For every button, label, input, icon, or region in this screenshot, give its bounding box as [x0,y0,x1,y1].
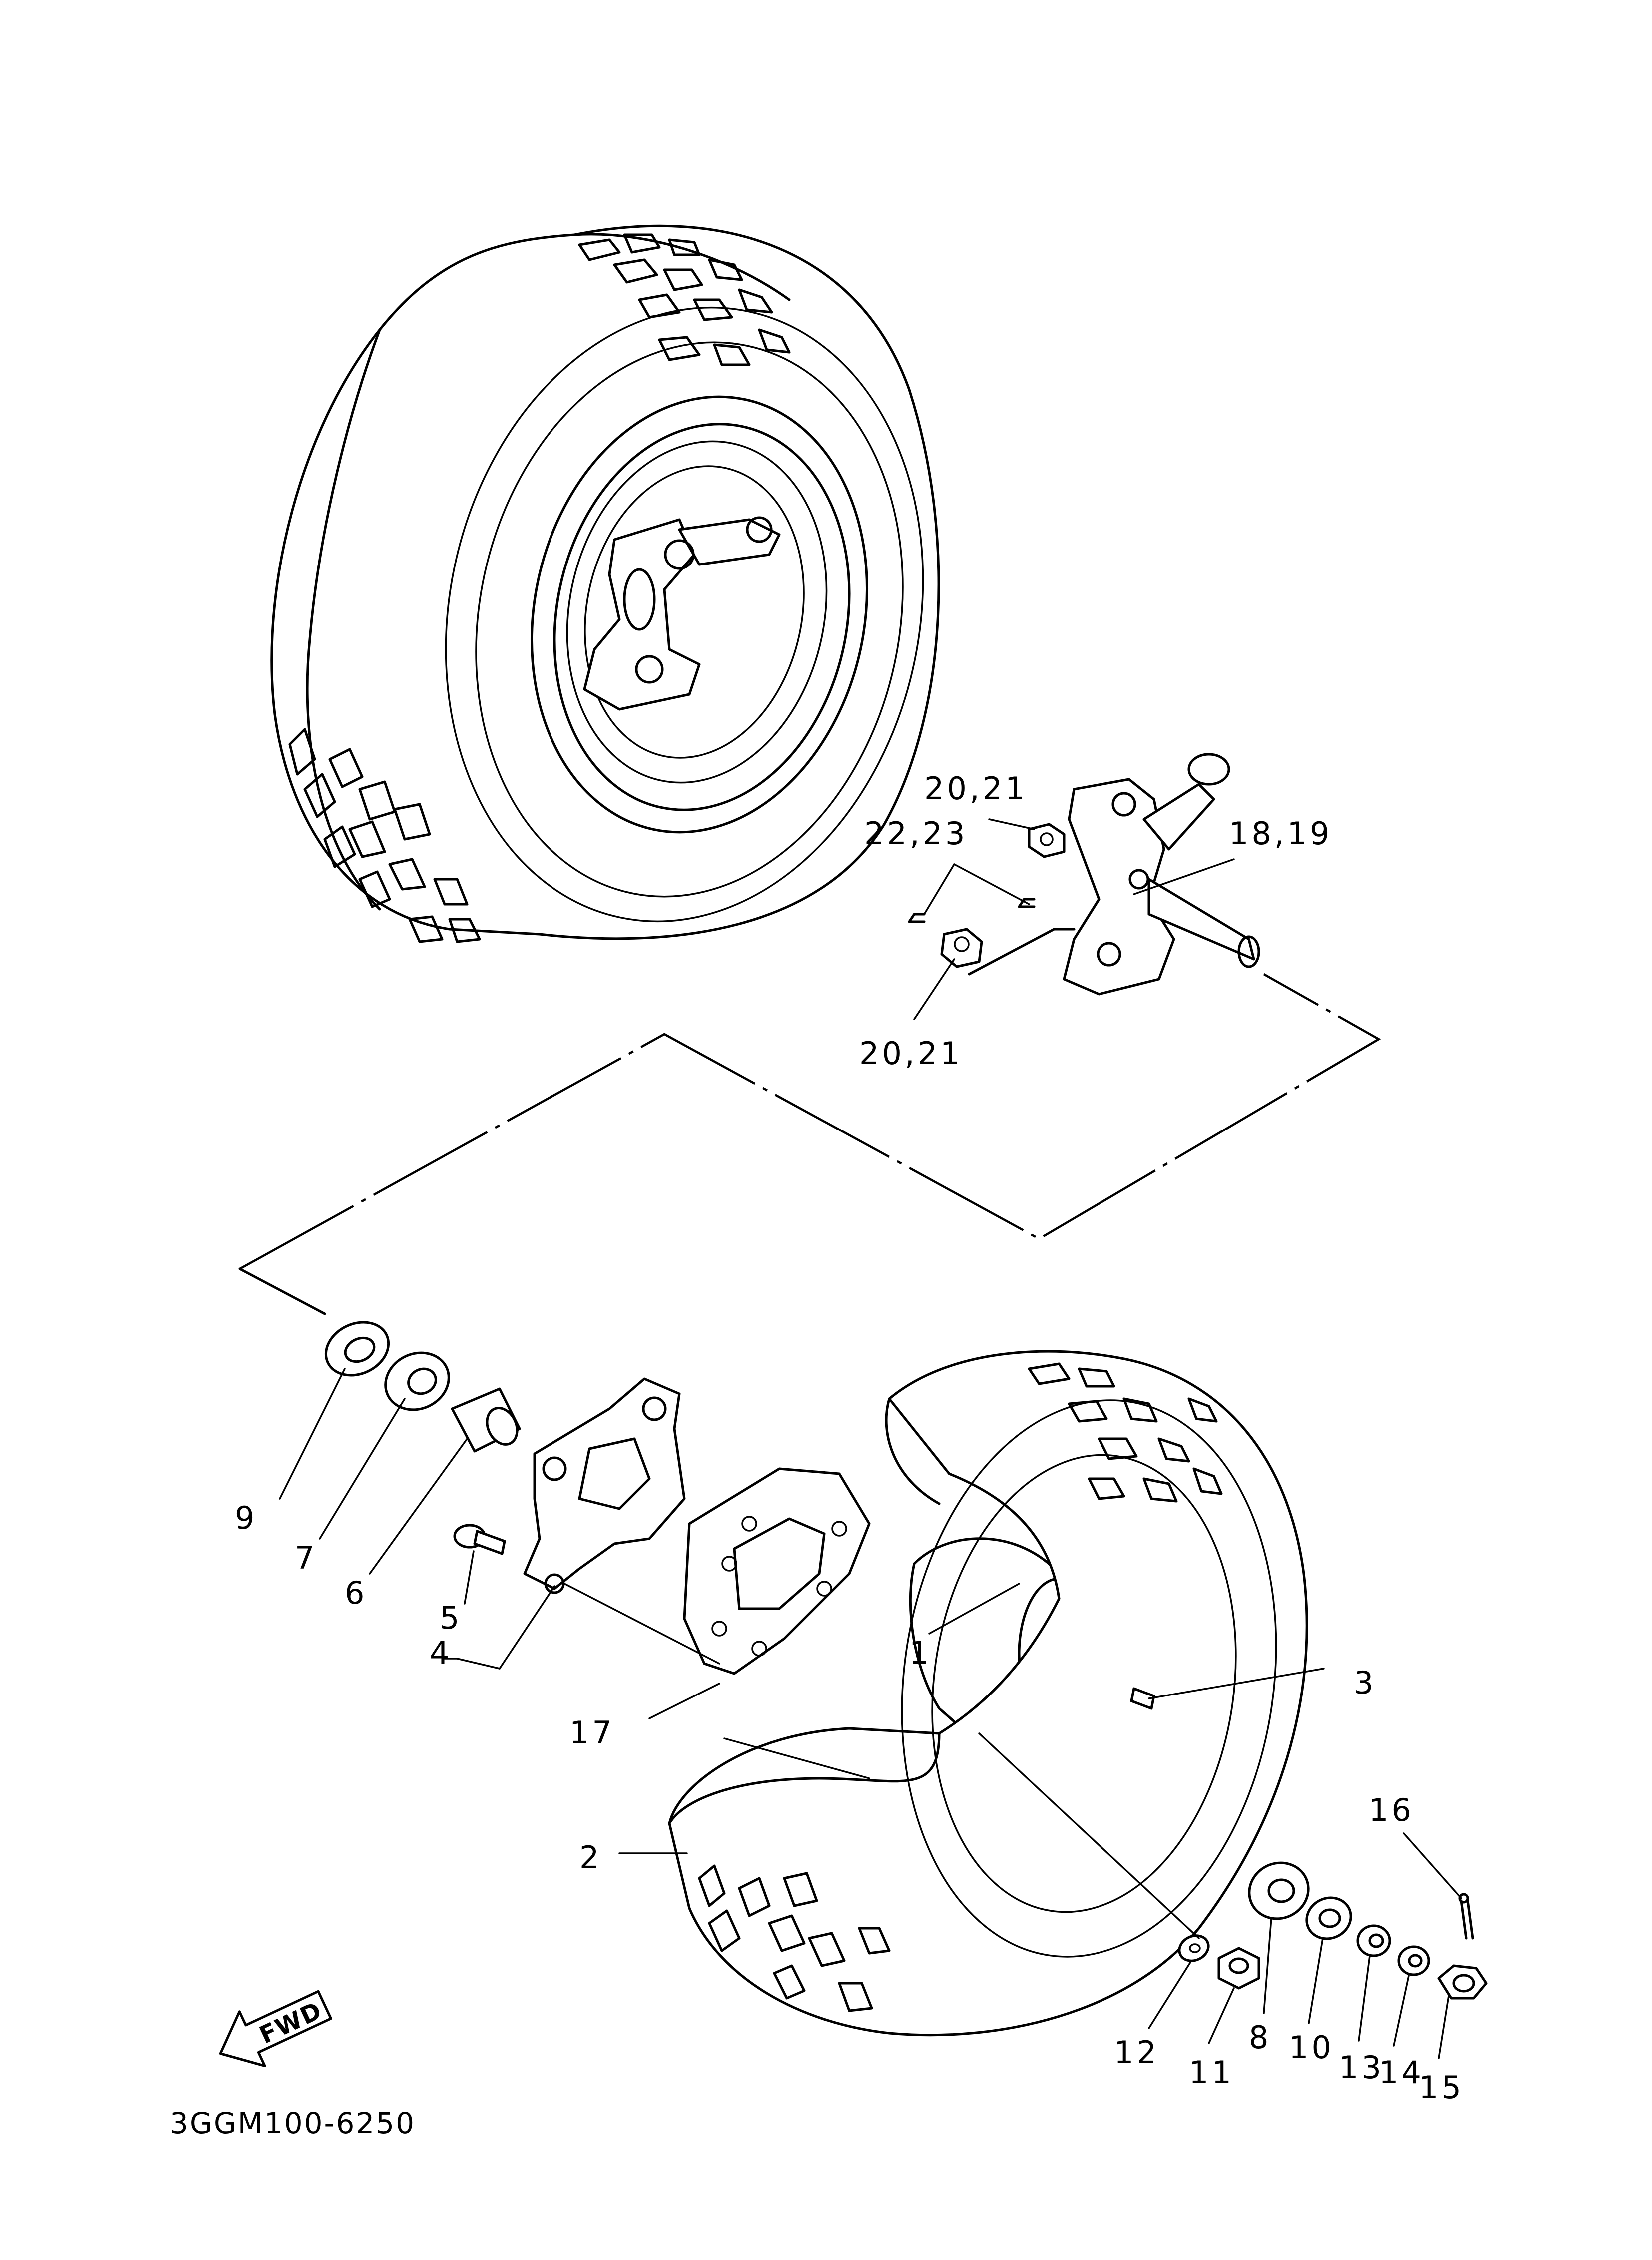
callout-20-21-top: 20,21 [924,770,1028,807]
part-8-bearing [1248,1861,1310,1920]
part-12-washer [1178,1934,1210,1962]
steering-knuckle [1063,753,1260,996]
part-9-oil-seal [324,1321,390,1377]
part-10-oil-seal [1305,1896,1352,1940]
tire-outline [270,224,940,940]
callout-7: 7 [295,1540,317,1576]
part-3-valve [1130,1687,1155,1710]
assembled-wheel [270,224,940,943]
part-13-collar [1356,1924,1391,1957]
leader-lines [279,818,1462,2059]
part-2-tire [668,1350,1308,2037]
callout-18-19: 18,19 [1229,815,1333,852]
callout-5: 5 [440,1600,462,1636]
callout-16: 16 [1369,1792,1414,1828]
callout-8: 8 [1249,2019,1271,2056]
callout-11: 11 [1189,2054,1234,2091]
callout-13: 13 [1339,2049,1384,2086]
part-15-axle-nut [1437,1964,1488,2000]
fwd-arrow-icon: FWD [219,1990,332,2068]
part-7-bearing [384,1351,450,1411]
part-5-bolt [453,1524,506,1555]
callout-labels: 9 7 6 5 4 17 1 3 16 2 12 11 8 10 13 14 1… [235,770,1464,2106]
callout-14: 14 [1379,2054,1424,2091]
castle-nut-bottom [940,928,983,968]
callout-9: 9 [235,1500,257,1536]
part-6-spacer [451,1387,521,1453]
part-11-nut [1217,1947,1260,1990]
callout-4: 4 [430,1635,452,1671]
callout-10: 10 [1289,2029,1334,2066]
callout-22-23: 22,23 [864,815,968,852]
part-17-plate [683,1467,871,1675]
part-4-hub [523,1377,686,1594]
callout-6: 6 [345,1575,367,1611]
diagram-code: 3GGM100-6250 [170,2106,416,2140]
part-16-cotter-pin [1458,1893,1474,1940]
callout-2: 2 [579,1839,602,1876]
callout-12: 12 [1114,2034,1159,2071]
castle-nut-top [1028,823,1066,858]
callout-20-21-bottom: 20,21 [859,1035,963,1072]
callout-15: 15 [1419,2069,1464,2106]
cotter-pins [908,898,1036,923]
part-14-washer [1397,1945,1430,1976]
callout-17: 17 [569,1714,615,1751]
callout-3: 3 [1354,1665,1376,1701]
assembly-guide-lines [238,928,1381,1315]
callout-1: 1 [909,1635,932,1671]
